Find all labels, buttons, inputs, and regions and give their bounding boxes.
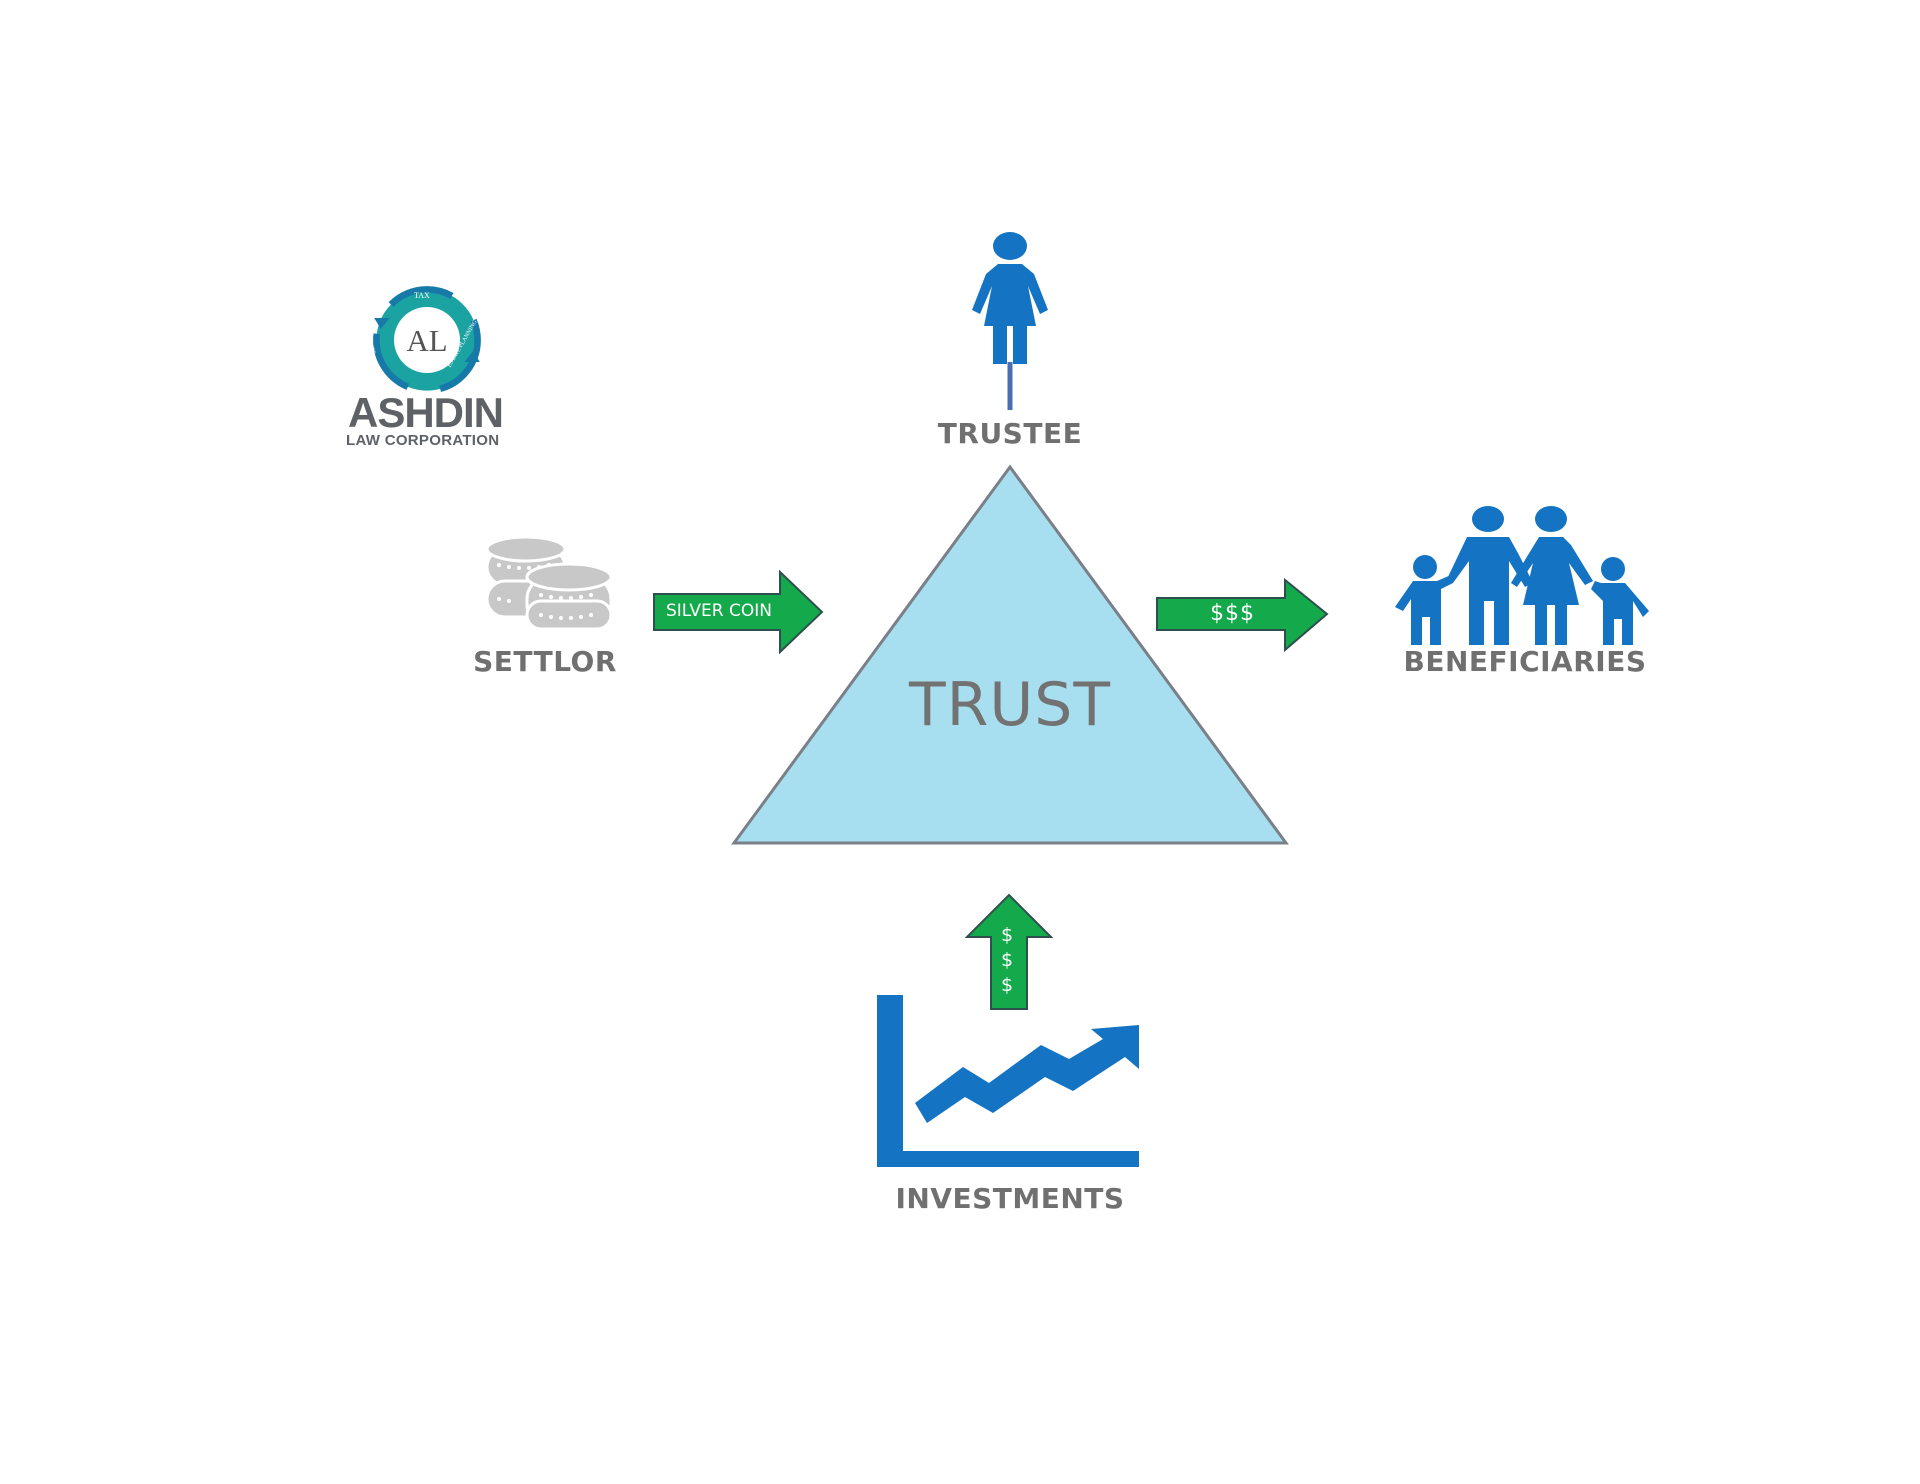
investments-arrow-glyph: $ (1000, 924, 1014, 946)
beneficiaries-arrow-label: $$$ (1210, 601, 1255, 626)
trust-label: TRUST (909, 670, 1111, 740)
logo-ring-text-top: TAX (414, 291, 430, 300)
trustee-label: TRUSTEE (937, 417, 1083, 450)
investments-arrow-glyphs: $ $ $ (997, 926, 1017, 1001)
beneficiaries-arrow-icon (1156, 577, 1329, 653)
investments-label: INVESTMENTS (895, 1182, 1125, 1215)
settlor-label: SETTLOR (473, 645, 617, 678)
logo-emblem-icon: AL (373, 286, 481, 394)
investments-arrow-glyph: $ (1000, 949, 1014, 971)
family-icon (1395, 506, 1649, 645)
settlor-arrow-label: SILVER COIN (666, 601, 772, 621)
company-logo: AL TAX CORPORATE ESTATE PLANNING ASHDIN … (340, 285, 510, 455)
logo-subtitle: LAW CORPORATION (346, 432, 500, 449)
growth-chart-icon (877, 995, 1139, 1167)
investments-arrow-icon (964, 893, 1054, 1010)
trust-triangle (731, 464, 1289, 845)
logo-name: ASHDIN (348, 389, 504, 436)
coins-icon (485, 535, 613, 631)
woman-icon (972, 232, 1048, 410)
settlor-arrow-icon (653, 569, 824, 655)
investments-arrow-glyph: $ (1000, 974, 1014, 996)
svg-text:AL: AL (406, 324, 447, 358)
beneficiaries-label: BENEFICIARIES (1403, 645, 1647, 678)
